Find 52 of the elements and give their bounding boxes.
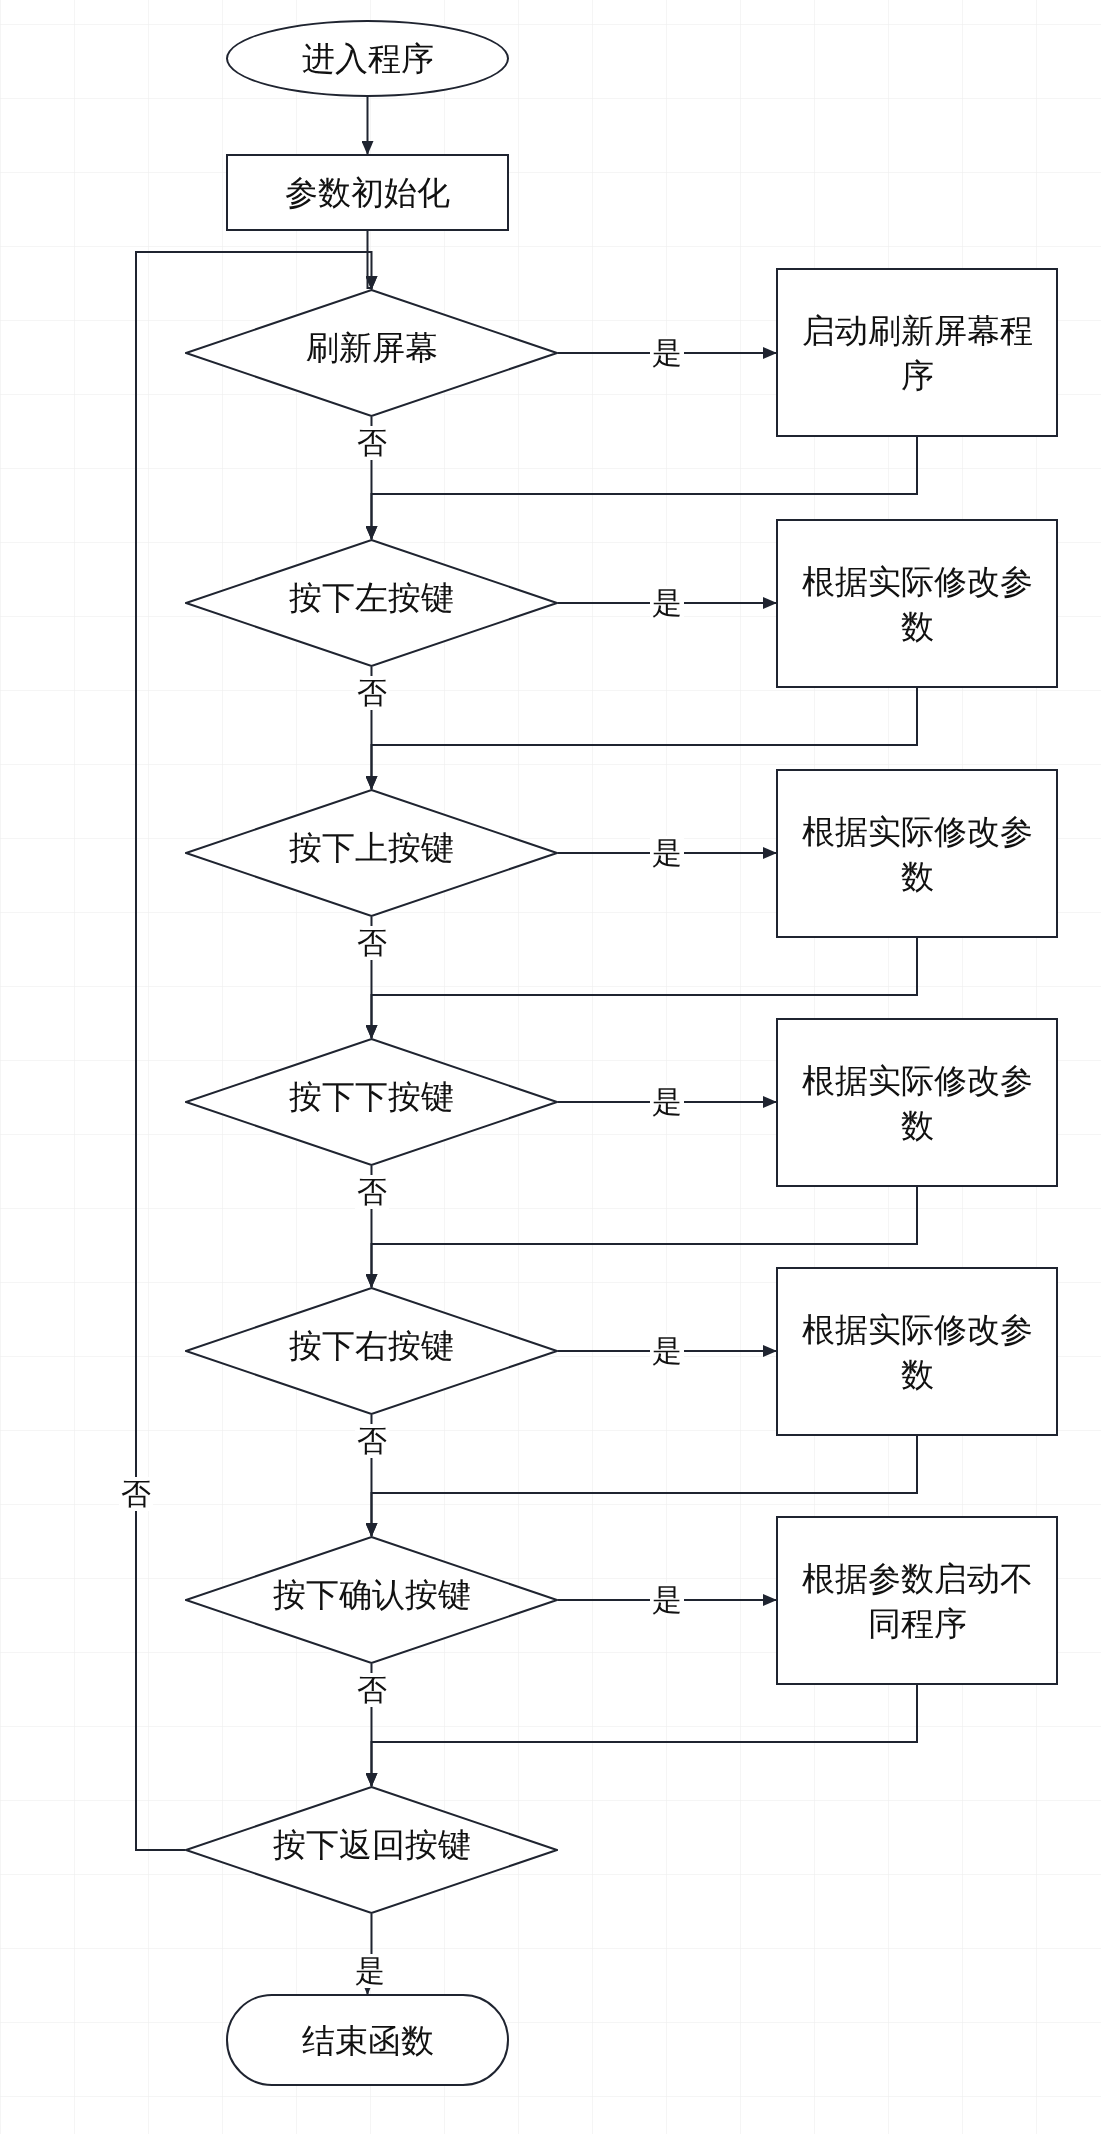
decision-label: 按下确认按键 <box>272 1573 471 1616</box>
process-label: 根据实际修改参数 <box>800 560 1034 648</box>
arrow <box>365 1186 918 1288</box>
process-box <box>776 1267 1058 1436</box>
decision-diamond <box>185 1786 558 1914</box>
decision-diamond <box>185 789 558 917</box>
decision-label: 按下下按键 <box>289 1075 454 1118</box>
edge-label: 否 <box>354 426 389 460</box>
edge-label: 是 <box>650 1334 684 1368</box>
decision-label: 按下右按键 <box>289 1324 454 1367</box>
arrow <box>135 251 378 1851</box>
start-label: 进入程序 <box>301 38 434 80</box>
edge-label: 否 <box>354 1424 389 1458</box>
edge-label: 是 <box>650 586 684 620</box>
arrow <box>365 937 918 1039</box>
edge-label: 是 <box>650 336 684 370</box>
process-box <box>776 268 1058 437</box>
edge-label: 是 <box>650 836 684 870</box>
decision-label: 刷新屏幕 <box>305 326 438 369</box>
decision-diamond <box>185 1038 558 1166</box>
edge-label: 是 <box>650 1085 684 1119</box>
decision-label: 按下左按键 <box>289 576 454 619</box>
process-box <box>776 519 1058 688</box>
process-label: 根据实际修改参数 <box>800 1059 1034 1147</box>
process-label: 根据实际修改参数 <box>800 1308 1034 1396</box>
process-box <box>776 1018 1058 1187</box>
process-label: 启动刷新屏幕程序 <box>800 309 1034 397</box>
process-label: 根据参数启动不同程序 <box>800 1557 1034 1645</box>
edge-label: 否 <box>119 1477 153 1511</box>
decision-label: 按下返回按键 <box>272 1823 471 1866</box>
process-box <box>776 1516 1058 1685</box>
decision-diamond <box>185 539 558 667</box>
arrow <box>365 687 918 790</box>
process-label: 根据实际修改参数 <box>800 810 1034 898</box>
decision-diamond <box>185 289 558 417</box>
decision-diamond <box>185 1287 558 1415</box>
end-label: 结束函数 <box>301 2019 434 2062</box>
process-box <box>226 154 509 231</box>
edge-label: 是 <box>650 1583 684 1617</box>
arrow <box>365 1435 918 1537</box>
process-label: 参数初始化 <box>285 172 450 214</box>
decision-diamond <box>185 1536 558 1664</box>
edge-label: 否 <box>354 1673 389 1707</box>
arrow <box>365 436 918 540</box>
arrow <box>365 1684 918 1787</box>
edge-label: 否 <box>354 676 389 710</box>
process-box <box>776 769 1058 938</box>
edge-label: 否 <box>354 926 389 960</box>
edge-label: 否 <box>354 1175 389 1209</box>
end-terminal <box>226 1994 509 2086</box>
decision-label: 按下上按键 <box>289 826 454 869</box>
arrow <box>361 96 374 155</box>
